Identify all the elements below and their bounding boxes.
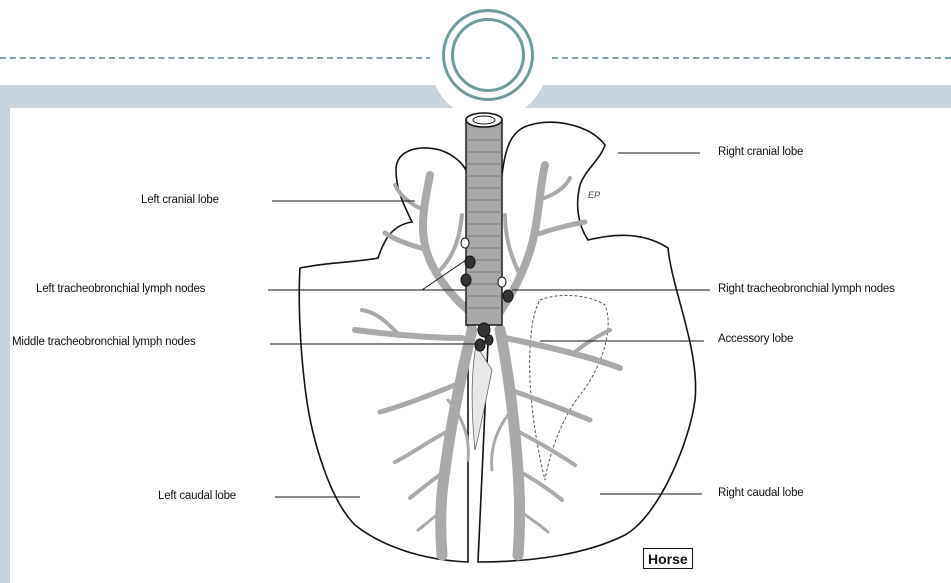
label-accessory-lobe: Accessory lobe xyxy=(718,333,793,345)
label-right-tracheobronchial-lymph-nodes: Right tracheobronchial lymph nodes xyxy=(718,283,895,295)
label-right-caudal-lobe: Right caudal lobe xyxy=(718,487,803,499)
label-middle-tracheobronchial-lymph-nodes: Middle tracheobronchial lymph nodes xyxy=(12,336,196,348)
trachea xyxy=(466,113,502,325)
label-left-caudal-lobe: Left caudal lobe xyxy=(158,490,236,502)
label-left-cranial-lobe: Left cranial lobe xyxy=(141,194,219,206)
species-tag: Horse xyxy=(643,548,693,569)
label-right-cranial-lobe: Right cranial lobe xyxy=(718,146,803,158)
label-left-tracheobronchial-lymph-nodes: Left tracheobronchial lymph nodes xyxy=(36,283,205,295)
artist-initials: EP xyxy=(588,190,600,200)
